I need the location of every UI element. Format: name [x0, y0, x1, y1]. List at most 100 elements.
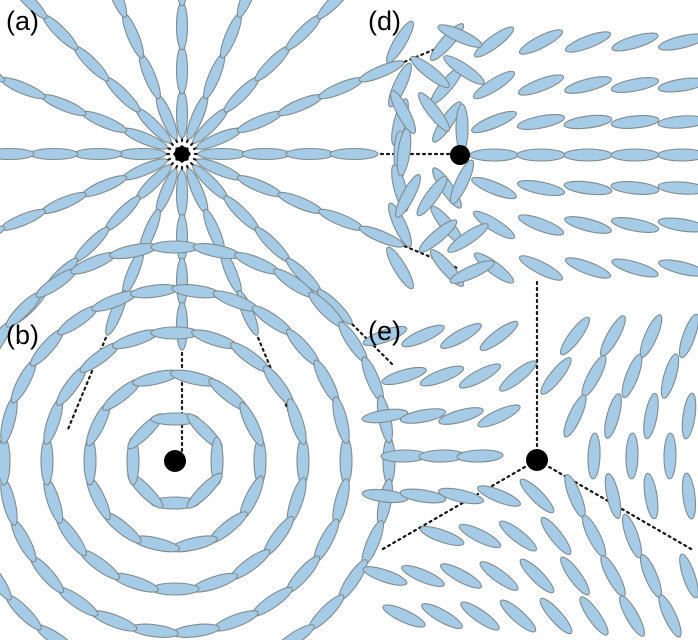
director-rod: [657, 181, 698, 195]
defect-core: [450, 145, 470, 165]
director-rod: [362, 325, 408, 347]
director-rod: [579, 596, 609, 636]
director-rod: [657, 217, 698, 233]
director-rod: [611, 258, 659, 278]
director-rod: [175, 213, 189, 263]
director-rod: [499, 599, 537, 633]
director-rod: [473, 252, 515, 284]
director-rod: [175, 169, 189, 219]
director-rod: [518, 29, 564, 55]
director-rod: [150, 240, 200, 254]
director-rod: [388, 202, 412, 248]
director-rod: [610, 77, 660, 93]
director-rod: [600, 555, 626, 597]
director-rod: [443, 55, 485, 85]
director-rod: [658, 33, 698, 51]
director-rod: [473, 26, 515, 58]
director-rod: [410, 55, 450, 89]
director-rod: [447, 223, 489, 253]
defect-core: [173, 145, 191, 163]
director-rod: [11, 0, 48, 20]
director-rod: [619, 595, 645, 637]
director-rod: [329, 147, 379, 161]
panel-label-d: (d): [368, 6, 401, 36]
director-rod: [332, 396, 350, 444]
panel-a-radial-defect: (a): [0, 0, 484, 456]
director-rod: [0, 60, 6, 83]
director-rod: [386, 246, 414, 290]
director-rod: [517, 214, 565, 236]
director-rod: [417, 92, 451, 132]
panel-e-diagram: [361, 278, 698, 638]
director-rod: [679, 553, 698, 599]
director-rod: [516, 179, 566, 197]
director-rod: [440, 323, 482, 349]
director-rod: [40, 191, 87, 215]
director-rod: [449, 260, 495, 284]
director-rod: [657, 115, 698, 129]
director-rod: [277, 93, 324, 117]
director-rod: [316, 0, 353, 20]
director-rod: [625, 432, 639, 480]
director-rod: [469, 148, 519, 162]
director-rod: [539, 597, 573, 635]
director-rod: [175, 89, 189, 139]
director-rod: [471, 176, 517, 200]
director-rod: [361, 408, 409, 424]
director-rod: [236, 175, 283, 198]
director-rod: [437, 487, 485, 505]
director-rod: [0, 225, 6, 248]
director-rod: [587, 432, 601, 480]
director-rod: [476, 485, 522, 507]
director-rod: [472, 70, 516, 100]
director-rod: [419, 525, 465, 547]
director-rod: [498, 520, 538, 552]
director-rod: [657, 148, 698, 162]
director-rod: [73, 147, 123, 161]
director-rod: [239, 401, 264, 447]
panel-d-diagram: [386, 20, 698, 290]
director-rod: [516, 148, 566, 162]
director-rod: [286, 397, 307, 445]
director-rod: [458, 523, 502, 549]
director-rod: [660, 353, 680, 399]
director-rod: [610, 181, 660, 195]
defect-core: [164, 450, 186, 472]
director-rod: [318, 77, 364, 100]
director-rod: [332, 478, 350, 526]
director-rod: [241, 147, 291, 161]
director-rod: [563, 180, 613, 196]
director-rod: [273, 624, 315, 640]
director-rod: [212, 610, 259, 632]
director-rod: [382, 604, 426, 628]
director-rod: [610, 115, 660, 129]
director-rod: [361, 488, 409, 504]
defect-core: [526, 449, 548, 471]
director-rod: [564, 76, 612, 94]
director-rod: [236, 0, 259, 18]
director-rod: [499, 360, 537, 392]
director-guide-line: [117, 0, 179, 144]
director-rod: [175, 45, 189, 95]
director-rod: [318, 208, 364, 231]
director-rod: [456, 449, 504, 463]
director-rod: [421, 603, 463, 629]
panel-label-b: (b): [6, 320, 39, 350]
director-rod: [610, 217, 660, 233]
director-rod: [621, 353, 643, 399]
director-rod: [175, 257, 189, 307]
director-rod: [386, 20, 414, 64]
panel-e-half-negative-defect: (e): [360, 278, 698, 640]
director-rod: [611, 32, 659, 52]
panel-label-e: (e): [368, 316, 401, 346]
director-rod: [681, 392, 697, 440]
director-rod: [121, 12, 145, 59]
director-rod: [681, 472, 697, 520]
director-rod: [191, 572, 239, 593]
director-rod: [138, 53, 161, 100]
director-rod: [471, 110, 517, 134]
director-rod: [455, 103, 469, 153]
director-rod: [477, 404, 521, 428]
director-rod: [559, 316, 591, 356]
director-rod: [0, 208, 46, 231]
